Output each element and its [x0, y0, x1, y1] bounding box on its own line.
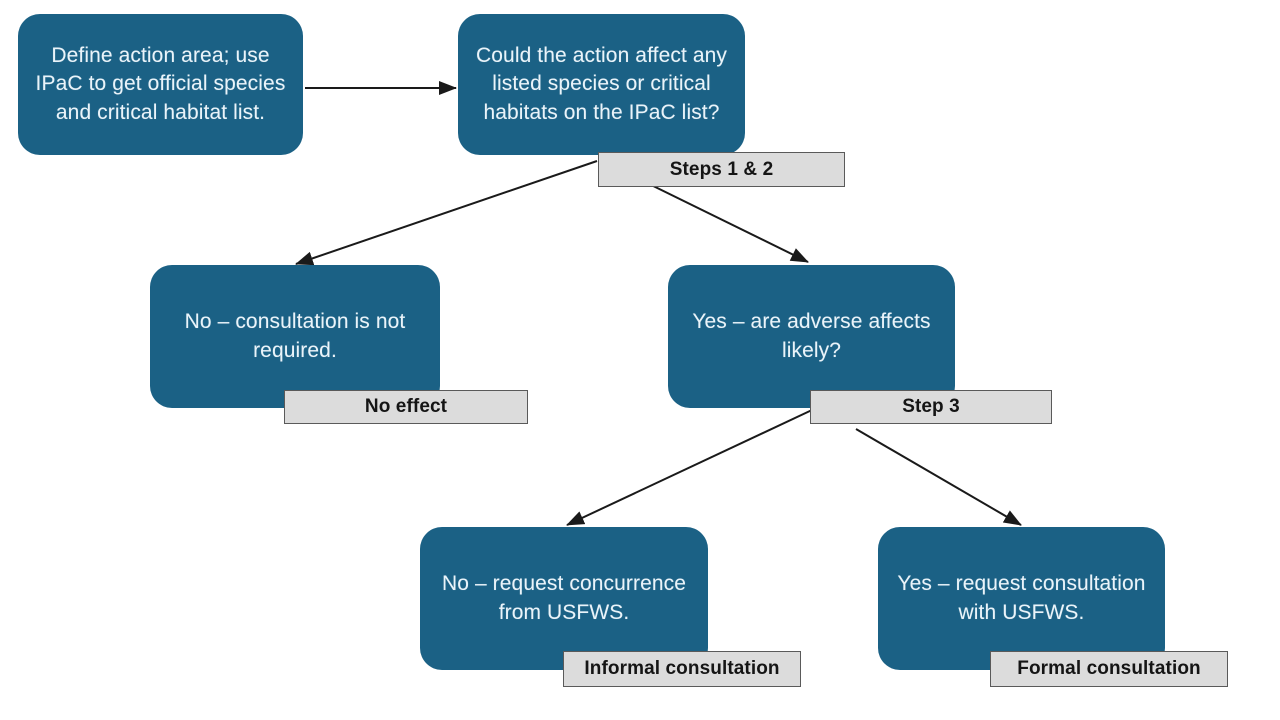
node-no-consultation-required[interactable]: No – consultation is not required. — [150, 265, 440, 408]
tag-steps-1-and-2: Steps 1 & 2 — [598, 152, 845, 187]
tag-no-effect: No effect — [284, 390, 528, 424]
edge-step3-to-concurrence — [566, 409, 813, 526]
node-could-action-affect[interactable]: Could the action affect any listed speci… — [458, 14, 745, 155]
tag-step-3: Step 3 — [810, 390, 1052, 424]
tag-informal-consultation: Informal consultation — [563, 651, 801, 687]
node-request-consultation[interactable]: Yes – request consultation with USFWS. — [878, 527, 1165, 670]
node-adverse-affects-likely[interactable]: Yes – are adverse affects likely? — [668, 265, 955, 408]
node-define-action-area[interactable]: Define action area; use IPaC to get offi… — [18, 14, 303, 155]
node-request-concurrence[interactable]: No – request concurrence from USFWS. — [420, 527, 708, 670]
edge-step3-to-consultation — [855, 428, 1022, 526]
edge-steps-to-no-consultation — [295, 160, 598, 266]
edge-steps-to-adverse — [640, 179, 809, 263]
tag-formal-consultation: Formal consultation — [990, 651, 1228, 687]
